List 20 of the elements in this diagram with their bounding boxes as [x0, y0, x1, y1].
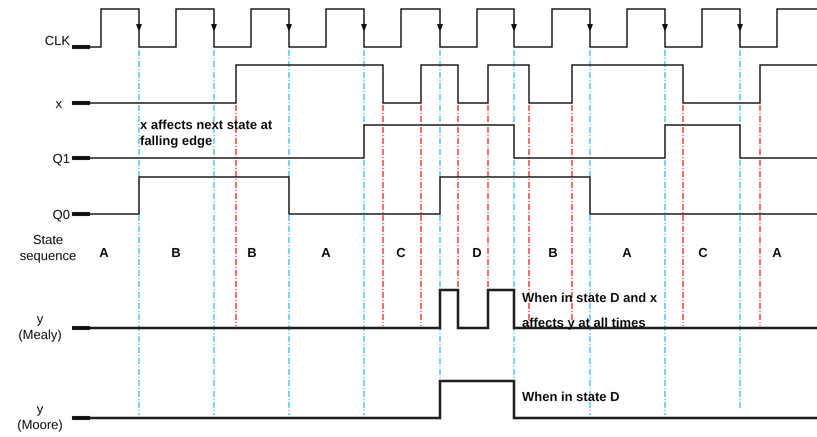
signal-name: CLK — [44, 33, 70, 49]
signal-name: y (Mealy) — [17, 311, 63, 343]
annotation-text: When in state D and x affects y at all times — [522, 289, 658, 332]
state-letter: C — [395, 245, 407, 261]
state-letter: B — [170, 245, 182, 261]
signal-name: Q1 — [52, 151, 70, 167]
annotation-text: When in state D — [522, 389, 621, 405]
state-letter: A — [320, 245, 332, 261]
state-letter: D — [471, 245, 483, 261]
signal-name: y (Moore) — [16, 401, 64, 433]
annotation-text: x affects next state at falling edge — [140, 117, 274, 149]
row-label: State sequence — [18, 232, 78, 264]
state-letter: A — [771, 245, 783, 261]
state-letter: A — [98, 245, 110, 261]
state-letter: A — [621, 245, 633, 261]
signal-name: x — [54, 96, 62, 112]
state-letter: B — [547, 245, 559, 261]
signal-name: Q0 — [52, 207, 70, 223]
state-letter: B — [246, 245, 258, 261]
state-letter: C — [697, 245, 709, 261]
